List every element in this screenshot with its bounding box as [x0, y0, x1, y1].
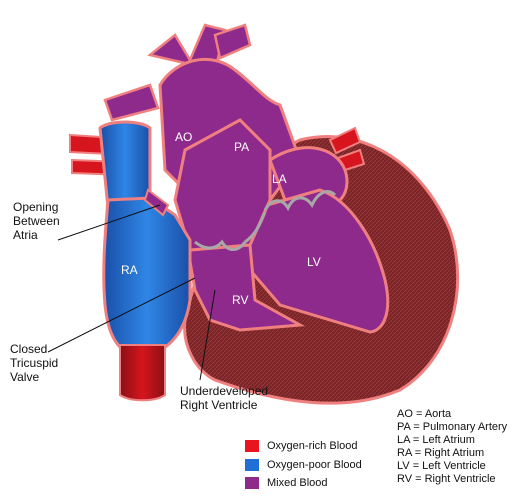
- pa-branch-left: [103, 83, 160, 122]
- label-lv: LV: [307, 255, 321, 269]
- left-ventricle: [248, 188, 390, 334]
- legend-label: Mixed Blood: [267, 477, 328, 489]
- atrial-opening: [143, 188, 170, 217]
- legend-label: Oxygen-poor Blood: [267, 459, 362, 471]
- legend-oxygen-rich: Oxygen-rich Blood: [245, 439, 358, 453]
- callout-closed-tricuspid-valve: Closed Tricuspid Valve: [10, 342, 59, 384]
- label-ao: AO: [175, 130, 193, 144]
- leader-rv: [199, 289, 216, 381]
- superior-vena-cava: [98, 120, 152, 210]
- valve-connector: [244, 211, 267, 244]
- callout-opening-between-atria: Opening Between Atria: [13, 200, 60, 242]
- abbr-pa: PA = Pulmonary Artery: [397, 421, 508, 433]
- right-atrium: [102, 196, 192, 357]
- callout-underdeveloped-rv: Underdeveloped Right Ventricle: [180, 384, 269, 412]
- mitral-valve: [263, 190, 337, 212]
- legend-label: Oxygen-rich Blood: [267, 440, 358, 452]
- swatch-oxygen-rich: [245, 440, 259, 452]
- pa-branch-right: [213, 23, 252, 60]
- label-pa: PA: [234, 140, 250, 154]
- swatch-mixed: [245, 477, 259, 489]
- label-rv: RV: [232, 293, 249, 307]
- pulmonary-vein-right: [328, 126, 362, 155]
- legend-mixed: Mixed Blood: [245, 476, 328, 490]
- label-la: LA: [272, 172, 287, 186]
- leader-tricuspid: [47, 277, 196, 353]
- tricuspid-valve: [194, 239, 247, 251]
- abbr-lv: LV = Left Ventricle: [397, 460, 486, 472]
- inferior-vena-cava: [119, 344, 166, 402]
- swatch-oxygen-poor: [245, 459, 259, 471]
- leader-opening: [57, 204, 161, 241]
- legend-oxygen-poor: Oxygen-poor Blood: [245, 458, 362, 472]
- abbr-la: LA = Left Atrium: [397, 434, 475, 446]
- abbr-ao: AO = Aorta: [397, 408, 452, 420]
- right-ventricle: [186, 243, 306, 332]
- abbr-ra: RA = Right Atrium: [397, 447, 485, 459]
- abbr-rv: RV = Right Ventricle: [397, 473, 496, 485]
- label-ra: RA: [121, 263, 138, 277]
